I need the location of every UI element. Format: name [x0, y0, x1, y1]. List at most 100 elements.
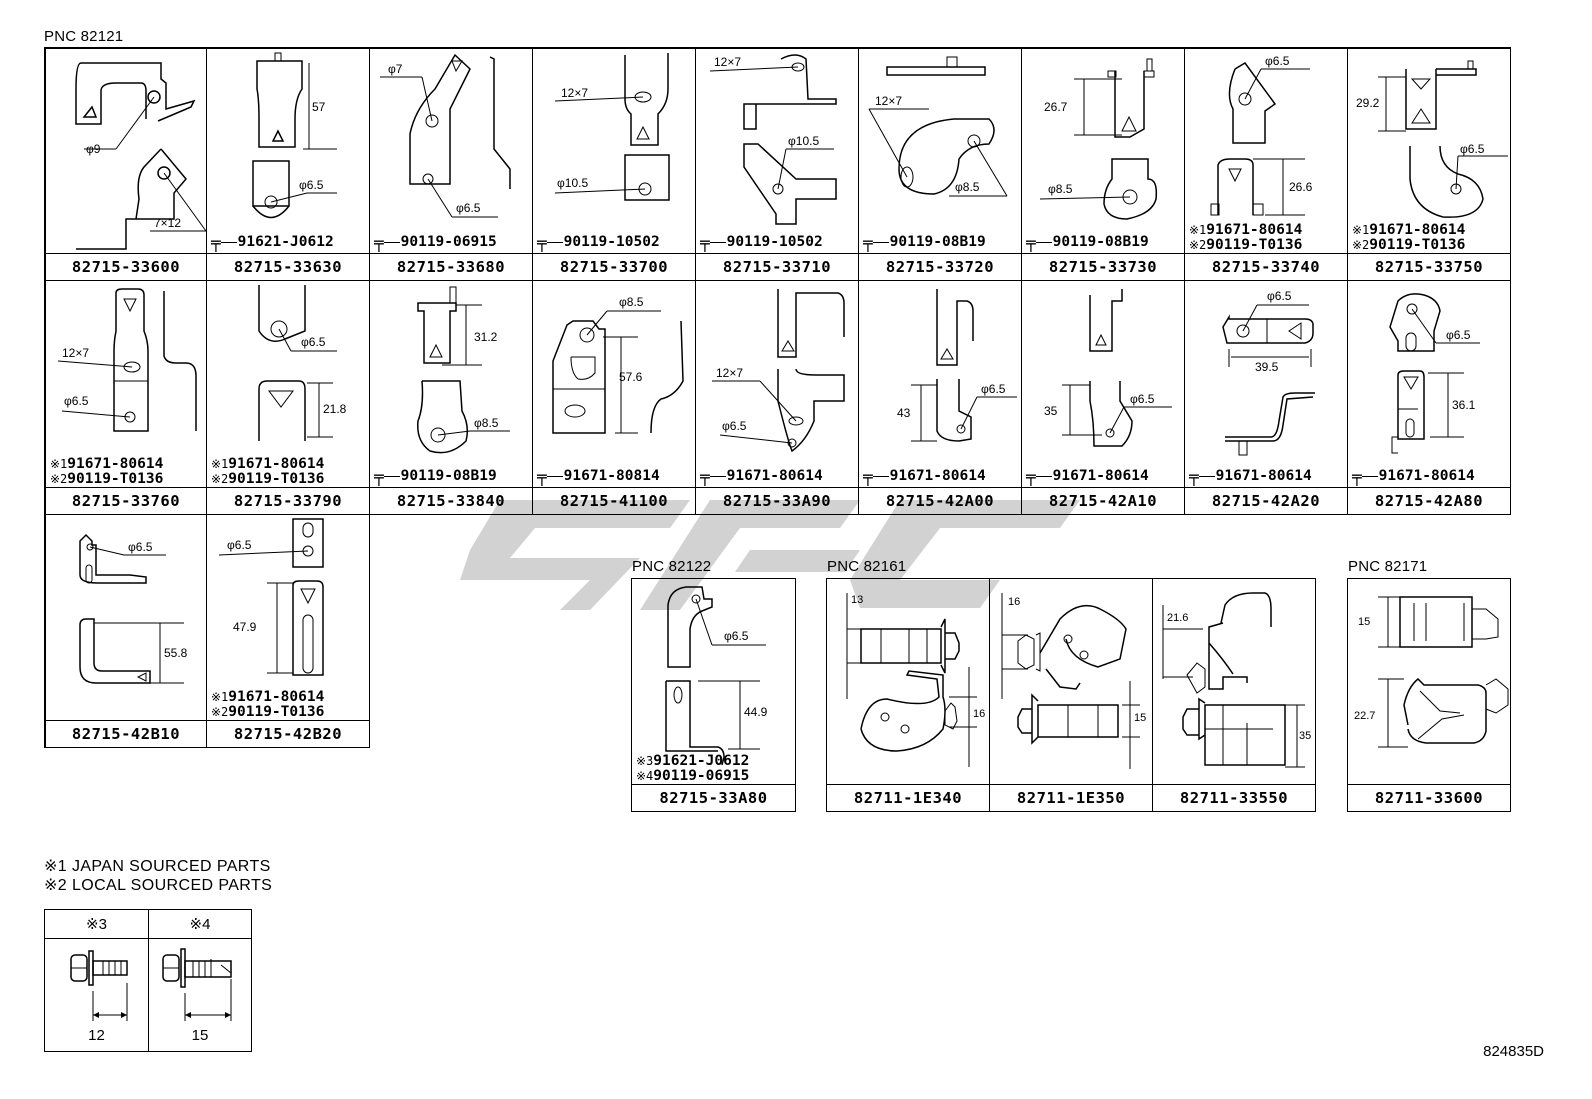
bracket-drawing: 12×7 φ10.5	[709, 54, 837, 225]
svg-text:φ6.5: φ6.5	[1267, 289, 1292, 303]
figure-id: 824835D	[1483, 1043, 1544, 1060]
svg-text:15: 15	[1358, 616, 1370, 628]
part-cell[interactable]: φ6.5 36.1 ╤91671-80614 82715-42A80	[1348, 281, 1511, 515]
bolt-callout: ╤91671-80814	[537, 467, 660, 486]
svg-text:φ6.5: φ6.5	[299, 178, 324, 192]
svg-text:44.9: 44.9	[744, 705, 768, 719]
bracket-drawing: φ6.5 21.8	[258, 285, 347, 441]
svg-text:35: 35	[1299, 730, 1311, 742]
bolt-legend-mark: ※4	[149, 910, 251, 939]
svg-text:16: 16	[1008, 596, 1020, 608]
part-cell[interactable]: 31.2 φ8.5 ╤90119-08B19 82715-33840	[370, 281, 533, 515]
svg-text:φ8.5: φ8.5	[955, 180, 980, 194]
part-number: 82715-33710	[696, 253, 858, 280]
svg-text:39.5: 39.5	[1255, 360, 1279, 374]
part-number: 82711-1E340	[827, 784, 989, 811]
svg-text:φ6.5: φ6.5	[1446, 328, 1471, 342]
part-cell[interactable]: φ6.5 55.8 82715-42B10	[44, 515, 207, 748]
part-number: 82711-33600	[1348, 784, 1510, 811]
bolt-callout: ╤90119-06915	[374, 233, 497, 252]
part-number: 82711-1E350	[990, 784, 1152, 811]
bracket-drawing: 43 φ6.5	[897, 289, 1017, 442]
svg-text:43: 43	[897, 406, 911, 420]
svg-text:26.7: 26.7	[1044, 100, 1068, 114]
svg-text:21.6: 21.6	[1167, 612, 1188, 624]
svg-text:φ6.5: φ6.5	[301, 335, 326, 349]
part-cell[interactable]: 57 φ6.5 ╤91621-J0612 82715-33630	[207, 47, 370, 281]
part-cell[interactable]: 43 φ6.5 ╤91671-80614 82715-42A00	[859, 281, 1022, 515]
bracket-drawing: 12×7 φ10.5	[554, 53, 670, 201]
part-cell[interactable]: 12×7 φ10.5 ╤90119-10502 82715-33710	[696, 47, 859, 281]
part-cell[interactable]: 15 22.7 82711-33600	[1347, 578, 1511, 812]
svg-text:35: 35	[1044, 404, 1058, 418]
part-cell[interactable]: φ8.5 57.6 ╤91671-80814 82715-41100	[533, 281, 696, 515]
svg-text:φ6.5: φ6.5	[1460, 142, 1485, 156]
bracket-drawing: 12×7 φ8.5	[868, 56, 1008, 197]
svg-text:26.6: 26.6	[1289, 180, 1313, 194]
part-number: 82715-33740	[1185, 253, 1347, 280]
part-cell[interactable]: 12×7 φ6.5 ╤91671-80614 82715-33A90	[696, 281, 859, 515]
svg-text:φ8.5: φ8.5	[1048, 182, 1073, 196]
svg-text:φ6.5: φ6.5	[722, 419, 747, 433]
bolt-callout: ╤91671-80614	[700, 467, 823, 486]
svg-text:φ6.5: φ6.5	[1130, 392, 1155, 406]
part-number: 82715-42A20	[1185, 487, 1347, 514]
svg-text:φ6.5: φ6.5	[1265, 54, 1290, 68]
svg-text:12×7: 12×7	[62, 346, 89, 360]
svg-text:15: 15	[1134, 712, 1146, 724]
part-cell[interactable]: φ7 φ6.5 ╤90119-06915 82715-33680	[370, 47, 533, 281]
bracket-drawing: 12×7 φ6.5	[712, 289, 845, 453]
part-cell[interactable]: 35 φ6.5 ╤91671-80614 82715-42A10	[1022, 281, 1185, 515]
svg-text:22.7: 22.7	[1354, 710, 1375, 722]
part-cell[interactable]: 12×7 φ10.5 ╤90119-10502 82715-33700	[533, 47, 696, 281]
part-number: 82715-33A90	[696, 487, 858, 514]
bolt-legend-col: ※3 12	[45, 910, 149, 1051]
footnotes: ※1 JAPAN SOURCED PARTS ※2 LOCAL SOURCED …	[44, 857, 272, 895]
pnc-label-82171: PNC 82171	[1348, 558, 1428, 575]
clip-drawing: 13 16	[846, 593, 985, 767]
bolt-callout: ╤91671-80614	[1026, 467, 1149, 486]
part-cell[interactable]: φ9 7×12 82715-33600	[44, 47, 207, 281]
bracket-drawing: 26.7 φ8.5	[1039, 58, 1158, 220]
part-cell[interactable]: 26.7 φ8.5 ╤90119-08B19 82715-33730	[1022, 47, 1185, 281]
svg-text:φ6.5: φ6.5	[724, 629, 749, 643]
bracket-drawing: φ7 φ6.5	[380, 53, 511, 218]
pnc-label-82161: PNC 82161	[827, 558, 907, 575]
part-number: 82715-33630	[207, 253, 369, 280]
part-number: 82715-33A80	[632, 784, 795, 811]
clip-drawing: 21.6 35	[1162, 592, 1311, 768]
part-number: 82715-33760	[46, 487, 206, 514]
part-number: 82715-33600	[46, 253, 206, 280]
bolt-callout: ╤90119-10502	[537, 233, 660, 252]
bolt-callout: ╤90119-08B19	[1026, 233, 1149, 252]
clip-drawing: 16 15	[1001, 593, 1146, 769]
svg-text:φ8.5: φ8.5	[474, 416, 499, 430]
svg-text:φ6.5: φ6.5	[981, 382, 1006, 396]
svg-text:φ6.5: φ6.5	[64, 394, 89, 408]
bolt-callout: ╤90119-08B19	[863, 233, 986, 252]
part-cell[interactable]: φ6.5 39.5 ╤91671-80614 82715-42A20	[1185, 281, 1348, 515]
part-cell[interactable]: 13 16 82711-1E340	[826, 578, 990, 812]
svg-text:29.2: 29.2	[1356, 96, 1380, 110]
bracket-drawing: φ8.5 57.6	[552, 295, 684, 434]
svg-text:φ6.5: φ6.5	[456, 201, 481, 215]
part-cell[interactable]: 12×7 φ8.5 ╤90119-08B19 82715-33720	[859, 47, 1022, 281]
svg-text:12×7: 12×7	[561, 86, 588, 100]
svg-text:7×12: 7×12	[154, 216, 181, 230]
svg-text:55.8: 55.8	[164, 646, 188, 660]
bolt-callout: ╤91621-J0612	[211, 233, 334, 252]
svg-text:16: 16	[973, 708, 985, 720]
part-cell[interactable]: 21.6 35 82711-33550	[1153, 578, 1316, 812]
bracket-drawing: 12×7 φ6.5	[57, 288, 197, 432]
svg-text:12×7: 12×7	[875, 94, 902, 108]
part-cell[interactable]: 16 15 82711-1E350	[990, 578, 1153, 812]
